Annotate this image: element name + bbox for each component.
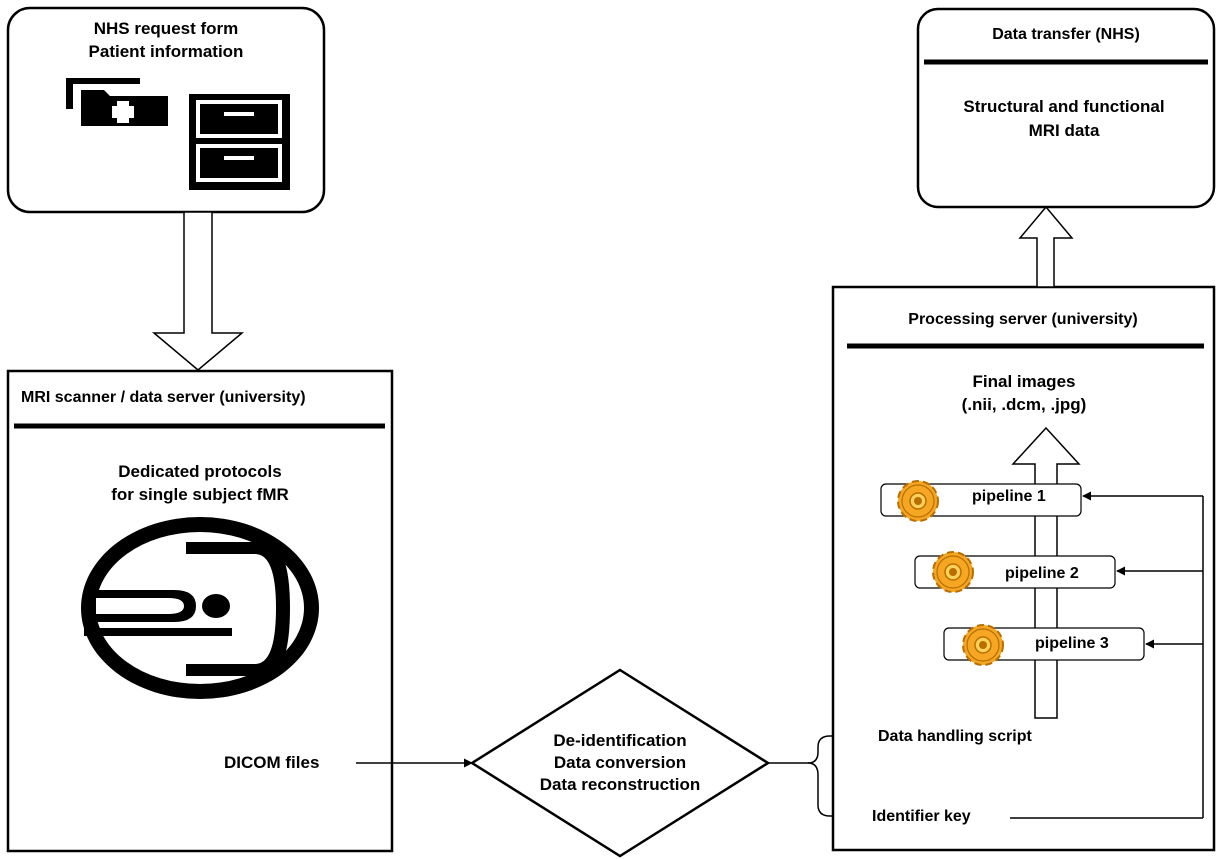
- structural-functional-line1: Structural and functional: [963, 97, 1164, 116]
- mri-machine-icon: [81, 517, 319, 699]
- data-transfer-box: Data transfer (NHS) Structural and funct…: [916, 7, 1216, 209]
- pipeline-3-label: pipeline 3: [1035, 635, 1109, 652]
- process-diamond: De-identification Data conversion Data r…: [469, 668, 771, 858]
- data-handling-script-label: Data handling script: [878, 728, 1032, 745]
- data-conversion-label: Data conversion: [554, 753, 686, 772]
- gear-icon: [897, 480, 939, 522]
- processing-server-box: Processing server (university) Final ima…: [831, 285, 1216, 852]
- mri-scanner-title: MRI scanner / data server (university): [21, 389, 306, 406]
- processing-server-title: Processing server (university): [908, 311, 1137, 328]
- mri-scanner-box: MRI scanner / data server (university) D…: [6, 369, 394, 853]
- down-arrow-nhs-to-scanner: [151, 211, 245, 371]
- identifier-key-label: Identifier key: [872, 808, 971, 825]
- final-images-line1: Final images: [973, 372, 1076, 391]
- protocols-line2: for single subject fMR: [111, 485, 289, 504]
- gear-icon: [932, 551, 974, 593]
- nhs-request-box: NHS request form Patient information: [6, 6, 326, 214]
- deidentification-label: De-identification: [553, 731, 686, 750]
- pipeline-1: pipeline 1: [880, 480, 1082, 522]
- final-images-line2: (.nii, .dcm, .jpg): [962, 395, 1087, 414]
- medical-folder-icon: [66, 78, 168, 126]
- gear-icon: [962, 624, 1004, 666]
- pipeline-3: pipeline 3: [943, 624, 1145, 666]
- patient-info-title: Patient information: [89, 42, 244, 61]
- protocols-line1: Dedicated protocols: [118, 462, 281, 481]
- pipeline-2-label: pipeline 2: [1005, 565, 1079, 582]
- filing-cabinet-icon: [189, 94, 290, 190]
- pipeline-1-label: pipeline 1: [972, 488, 1046, 505]
- structural-functional-line2: MRI data: [1029, 121, 1100, 140]
- dicom-files-label: DICOM files: [224, 753, 319, 772]
- data-reconstruction-label: Data reconstruction: [540, 775, 701, 794]
- split-connector: [768, 731, 869, 821]
- up-arrow-server-to-transfer: [1018, 205, 1074, 288]
- data-transfer-title: Data transfer (NHS): [992, 26, 1140, 43]
- identifier-feedback-lines: [1010, 491, 1204, 819]
- nhs-request-title: NHS request form: [94, 19, 239, 38]
- pipeline-2: pipeline 2: [914, 551, 1116, 593]
